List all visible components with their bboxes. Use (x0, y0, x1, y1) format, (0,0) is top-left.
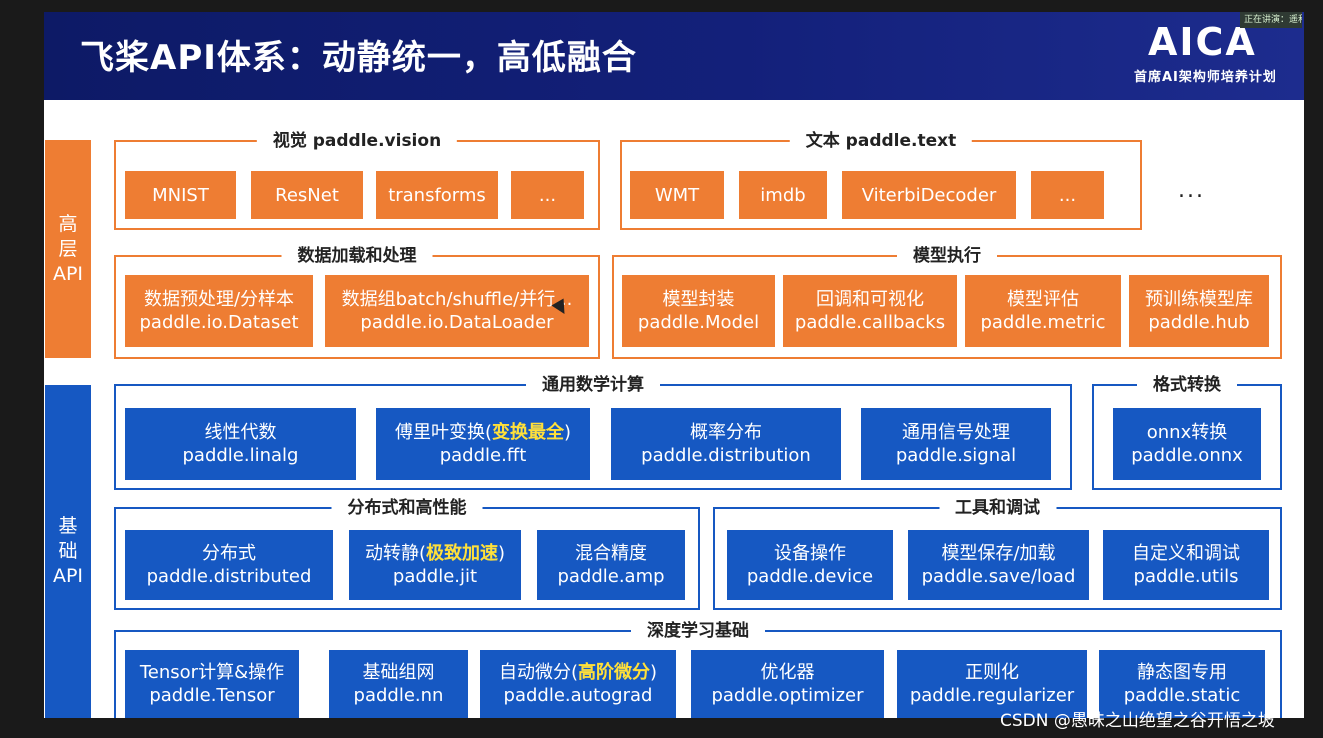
box-transforms: transforms (376, 171, 498, 219)
side-label-high-level-api: 高 层 API (45, 140, 91, 358)
box-resnet: ResNet (251, 171, 363, 219)
box-mnist: MNIST (125, 171, 236, 219)
group-label: 格式转换 (1137, 373, 1237, 397)
presenter-badge: 正在讲演：遥和 (1240, 12, 1302, 28)
group-data-loading: 数据加载和处理 (114, 244, 600, 359)
slide-title: 飞桨API体系：动静统一，高低融合 (80, 38, 637, 78)
group-deep-learning-basics: 深度学习基础 (114, 619, 1282, 718)
title-banner: 飞桨API体系：动静统一，高低融合 AICA 首席AI架构师培养计划 (44, 12, 1304, 100)
box-imdb: imdb (739, 171, 827, 219)
group-tools-debug: 工具和调试 (713, 496, 1282, 610)
group-label: 数据加载和处理 (281, 244, 433, 268)
group-format-conversion: 格式转换 (1092, 373, 1282, 490)
group-label: 文本 paddle.text (789, 129, 973, 153)
group-text: 文本 paddle.text (620, 129, 1142, 230)
box-vision-more: ... (511, 171, 584, 219)
box-viterbi-decoder: ViterbiDecoder (842, 171, 1016, 219)
more-ellipsis: ... (1178, 178, 1205, 203)
group-distributed: 分布式和高性能 (114, 496, 700, 610)
group-vision: 视觉 paddle.vision (114, 129, 600, 230)
group-label: 通用数学计算 (526, 373, 660, 397)
box-fft: 傅里叶变换(变换最全) paddle.fft (376, 408, 590, 480)
group-label: 深度学习基础 (631, 619, 765, 643)
group-general-math: 通用数学计算 (114, 373, 1072, 490)
box-text-more: ... (1031, 171, 1104, 219)
brand-logo-text: AICA (1148, 20, 1257, 64)
group-label: 视觉 paddle.vision (256, 129, 458, 153)
csdn-watermark: CSDN @愚昧之山绝望之谷开悟之坡 (1000, 711, 1275, 731)
box-wmt: WMT (630, 171, 724, 219)
group-label: 分布式和高性能 (331, 496, 483, 520)
group-label: 模型执行 (897, 244, 997, 268)
box-jit: 动转静(极致加速) paddle.jit (349, 530, 521, 600)
slide: 飞桨API体系：动静统一，高低融合 AICA 首席AI架构师培养计划 高 层 A… (44, 12, 1304, 718)
brand-subtitle: 首席AI架构师培养计划 (1134, 70, 1277, 85)
box-autograd: 自动微分(高阶微分) paddle.autograd (480, 650, 676, 718)
group-model-execution: 模型执行 (612, 244, 1282, 359)
side-label-base-api: 基 础 API (45, 385, 91, 718)
group-label: 工具和调试 (939, 496, 1056, 520)
box-dataloader: 数据组batch/shuffle/并行...paddle.io.DataLoad… (325, 275, 589, 347)
